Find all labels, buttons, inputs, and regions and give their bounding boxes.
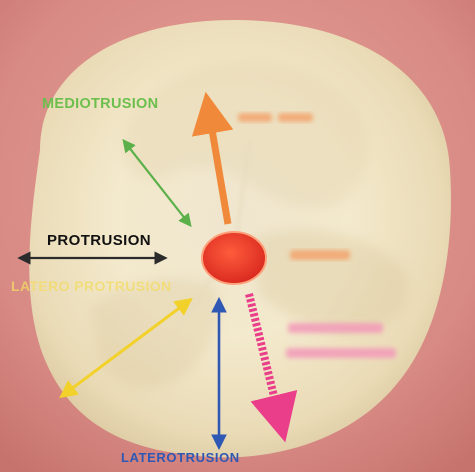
mediotrusion-label: MEDIOTRUSION xyxy=(42,96,158,112)
laterotrusion-label: LATEROTRUSION xyxy=(121,450,240,465)
contact-point xyxy=(202,232,266,284)
annotation-right-blur xyxy=(290,250,350,260)
protrusion-label: PROTRUSION xyxy=(47,232,151,249)
latero-protrusion-label: LATERO PROTRUSION xyxy=(11,278,172,294)
